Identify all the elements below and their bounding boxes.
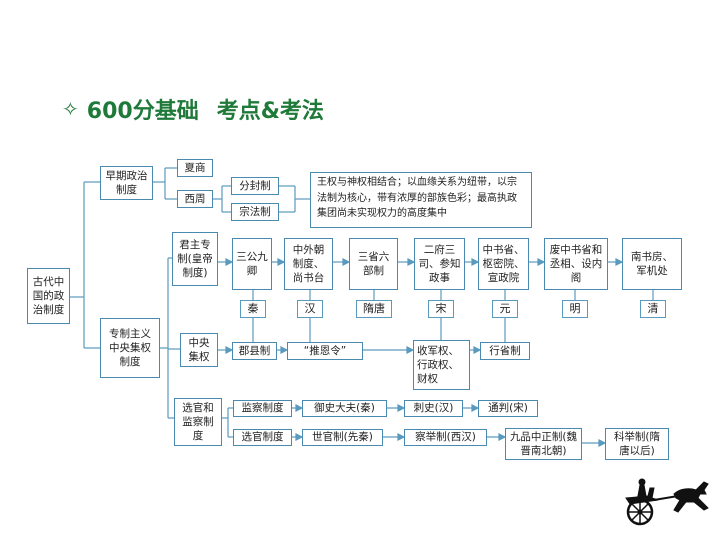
supervision-0: 监察制度 (233, 400, 292, 417)
monarch-node: 君主专制(皇帝制度) (172, 232, 218, 286)
chariot-icon (625, 478, 709, 526)
officials-0: 选官制度 (233, 429, 292, 446)
dynasty-1: 汉 (297, 300, 323, 318)
autocracy-node: 专制主义中央集权制度 (100, 318, 160, 378)
title-part2: 考点&考法 (216, 99, 324, 124)
zongfa-node: 宗法制 (231, 203, 279, 221)
stage-6: 南书房、军机处 (622, 238, 682, 290)
dynasty-5: 明 (562, 300, 588, 318)
stage-0: 三公九卿 (232, 238, 272, 290)
selection-node: 选官和监察制度 (174, 398, 222, 446)
officials-2: 察举制(西汉) (404, 429, 487, 446)
officials-1: 世官制(先秦) (302, 429, 383, 446)
dynasty-0: 秦 (240, 300, 266, 318)
supervision-2: 刺史(汉) (404, 400, 463, 417)
xia-shang-node: 夏商 (177, 159, 213, 177)
officials-4: 科举制(隋唐以后) (605, 428, 669, 460)
central-item-1: “推恩令” (287, 342, 363, 360)
title-part1: 600分基础 (86, 99, 199, 124)
supervision-3: 通判(宋) (478, 400, 538, 417)
officials-3: 九品中正制(魏晋南北朝) (505, 428, 582, 460)
central-node: 中央集权 (180, 333, 218, 367)
page-title: ✧ 600分基础 考点&考法 (62, 92, 324, 126)
stage-5: 废中书省和丞相、设内阁 (544, 238, 608, 290)
early-note-node: 王权与神权相结合；以血缘关系为纽带，以宗法制为核心，带有浓厚的部族色彩；最高执政… (310, 172, 532, 228)
early-politics-node: 早期政治制度 (100, 166, 153, 200)
dynasty-3: 宋 (428, 300, 454, 318)
supervision-1: 御史大夫(秦) (302, 400, 387, 417)
stage-3: 二府三司、参知政事 (414, 238, 465, 290)
central-item-3: 行省制 (480, 342, 530, 360)
central-item-2: 收军权、行政权、财权 (413, 340, 470, 390)
stage-2: 三省六部制 (349, 238, 398, 290)
fenfeng-node: 分封制 (231, 177, 279, 195)
root-node: 古代中国的政治制度 (27, 268, 70, 324)
dynasty-2: 隋唐 (356, 300, 392, 318)
stage-1: 中外朝制度、尚书台 (284, 238, 333, 290)
dynasty-4: 元 (492, 300, 518, 318)
stage-4: 中书省、枢密院、宣政院 (478, 238, 529, 290)
central-item-0: 郡县制 (232, 342, 277, 360)
western-zhou-node: 西周 (177, 190, 213, 208)
dynasty-6: 清 (640, 300, 666, 318)
diamond-star-icon: ✧ (62, 97, 79, 121)
